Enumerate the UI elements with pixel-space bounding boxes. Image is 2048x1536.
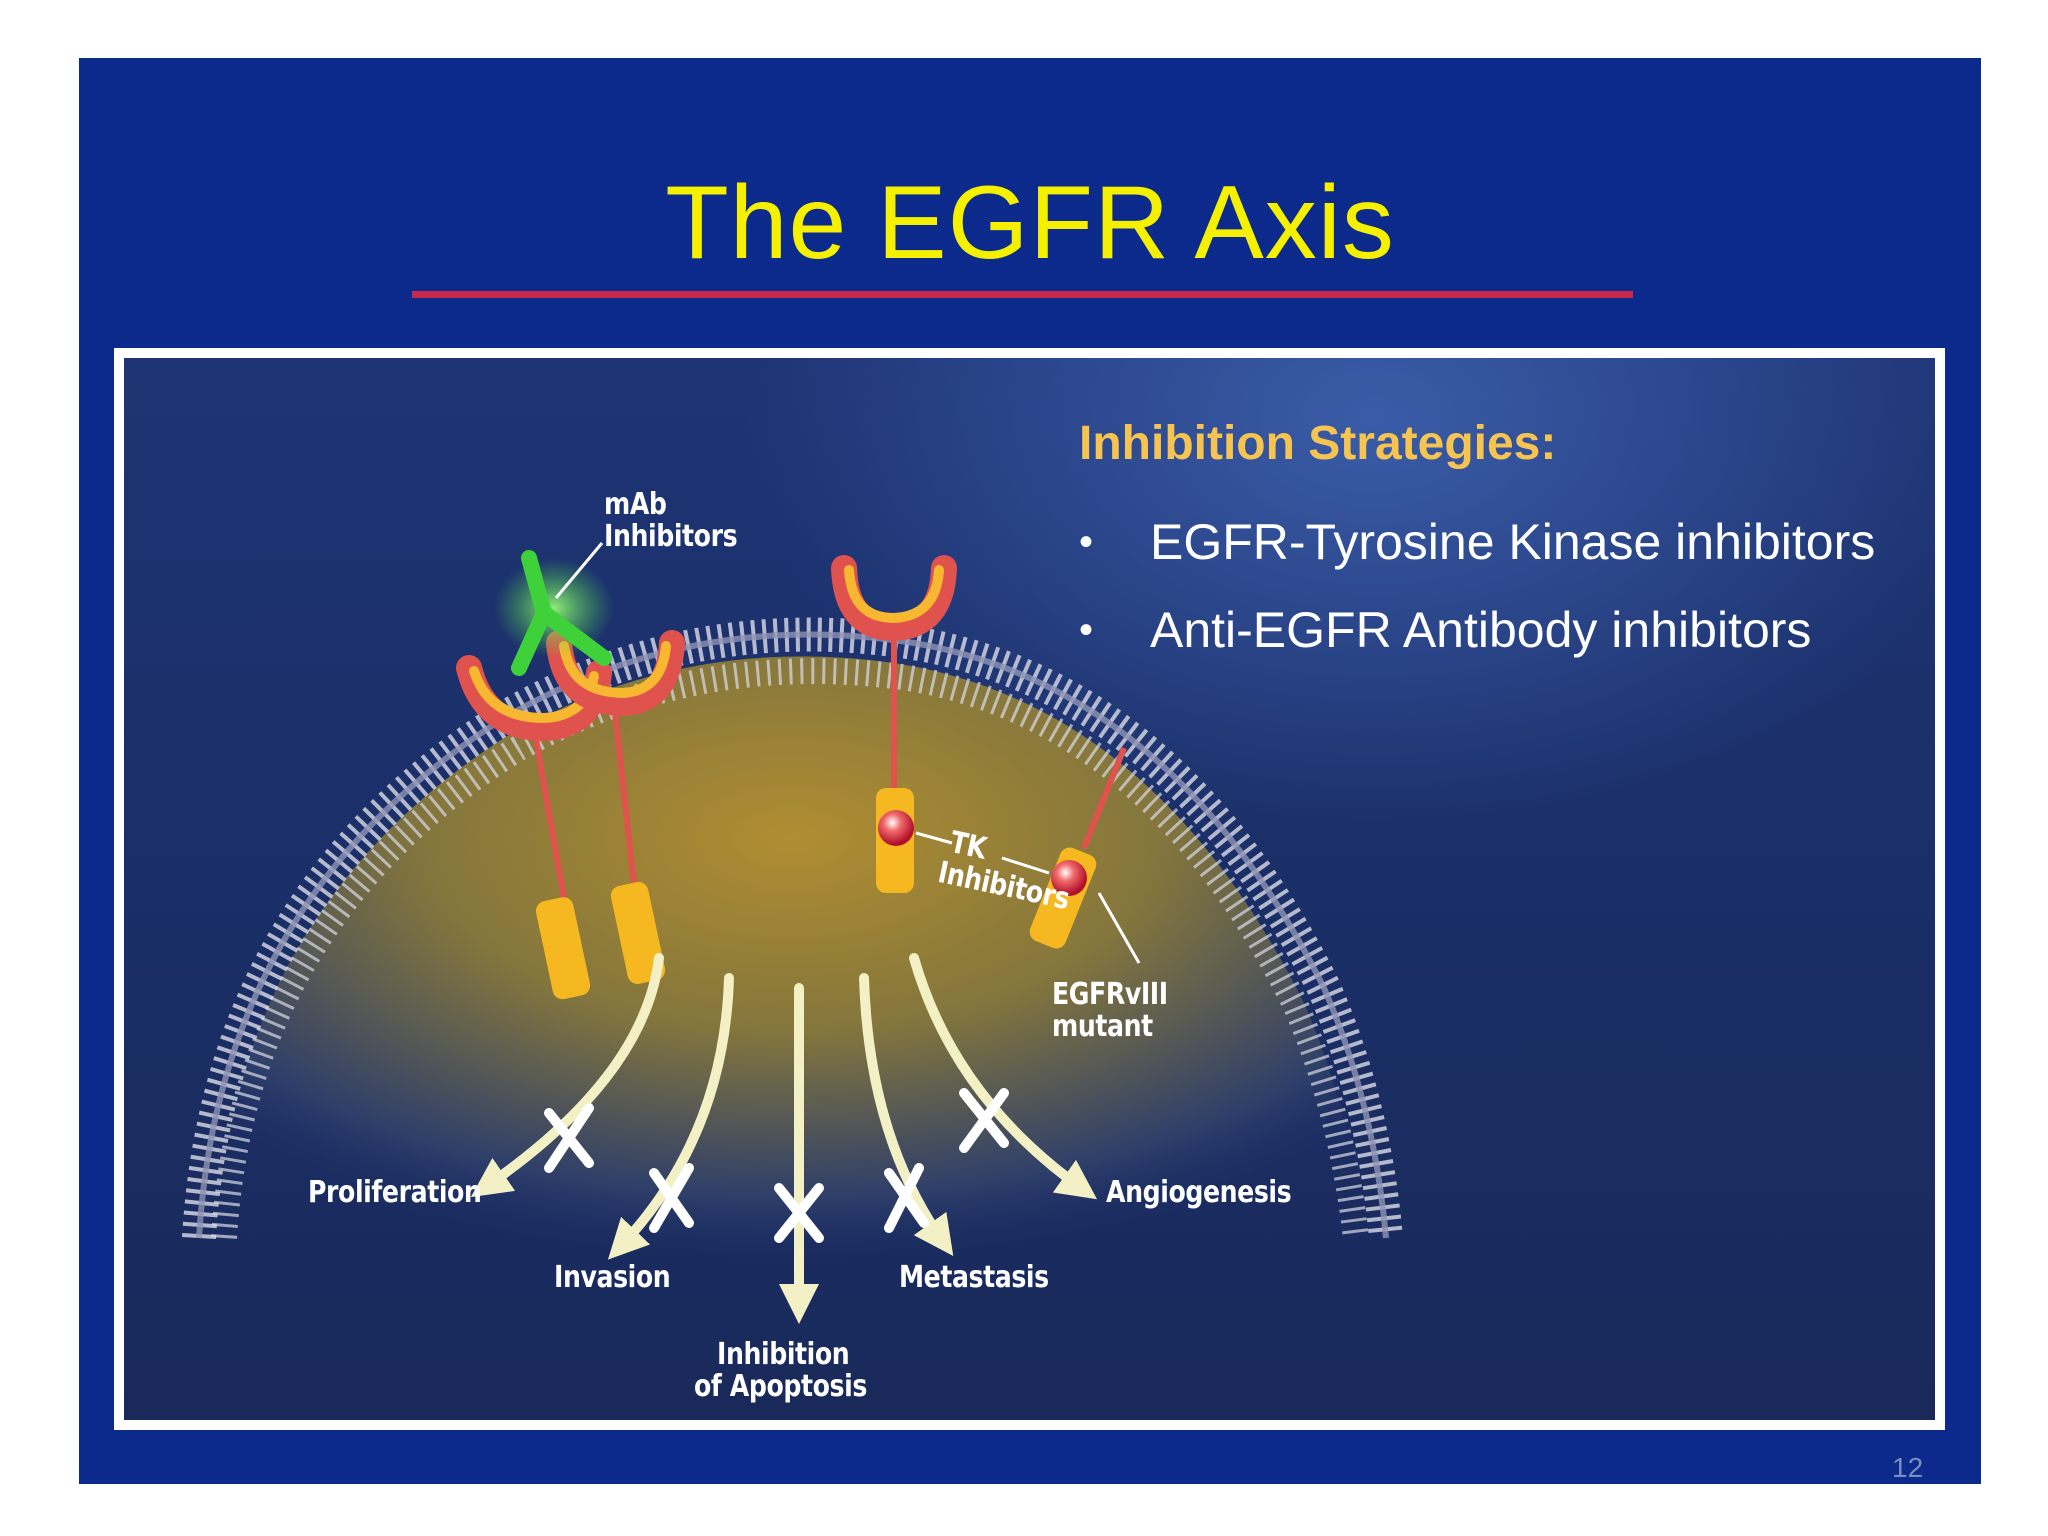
egfr-receptor-3 <box>831 555 957 893</box>
metastasis-label: Metastasis <box>899 1260 1049 1295</box>
egfr-receptor-2 <box>546 630 685 984</box>
strategies-heading: Inhibition Strategies: <box>1079 417 1557 470</box>
strategy-item: • EGFR-Tyrosine Kinase inhibitors <box>1079 498 1875 586</box>
mab-label-line2: Inhibitors <box>604 519 738 554</box>
tk-inhibitor-dot-1 <box>878 810 914 846</box>
mab-label-line1: mAb <box>604 487 667 522</box>
strategy-item-label: EGFR-Tyrosine Kinase inhibitors <box>1150 514 1876 570</box>
bullet-icon: • <box>1079 520 1094 564</box>
strategies-list: • EGFR-Tyrosine Kinase inhibitors • Anti… <box>1079 498 1875 674</box>
slide: The EGFR Axis <box>79 58 1981 1484</box>
egfrviii-pointer-line <box>1097 892 1141 964</box>
egfrviii-label-line1: EGFRvIII <box>1052 977 1168 1012</box>
slide-title: The EGFR Axis <box>665 165 1395 281</box>
apoptosis-label-line1: Inhibition <box>717 1337 850 1372</box>
tk-pointer-line-1 <box>915 831 953 845</box>
egfrviii-label-line2: mutant <box>1052 1009 1153 1044</box>
figure-frame: Inhibition Strategies: • EGFR-Tyrosine K… <box>114 348 1945 1430</box>
apoptosis-label-line2: of Apoptosis <box>694 1369 867 1404</box>
page-number: 12 <box>1892 1452 1924 1483</box>
mab-pointer-line <box>554 542 604 599</box>
proliferation-label: Proliferation <box>308 1175 482 1210</box>
angiogenesis-label: Angiogenesis <box>1106 1175 1292 1210</box>
egfrviii-receptor <box>1029 746 1127 949</box>
strategy-item: • Anti-EGFR Antibody inhibitors <box>1079 586 1875 674</box>
block-marks <box>544 1088 1009 1243</box>
invasion-label: Invasion <box>554 1260 671 1295</box>
egfr-diagram: Inhibition Strategies: • EGFR-Tyrosine K… <box>124 358 1935 1420</box>
title-underline <box>412 291 1633 298</box>
strategy-item-label: Anti-EGFR Antibody inhibitors <box>1150 602 1812 658</box>
cell-cytoplasm <box>214 656 1369 1263</box>
egfr-diagram-graphic <box>182 542 1403 1324</box>
mab-antibody-icon <box>494 550 614 676</box>
tk-inhibitor-dot-2 <box>1051 860 1087 896</box>
tk-pointer-line-2 <box>1001 856 1050 875</box>
bullet-icon: • <box>1079 608 1094 652</box>
signal-arrows <box>470 953 1098 1324</box>
